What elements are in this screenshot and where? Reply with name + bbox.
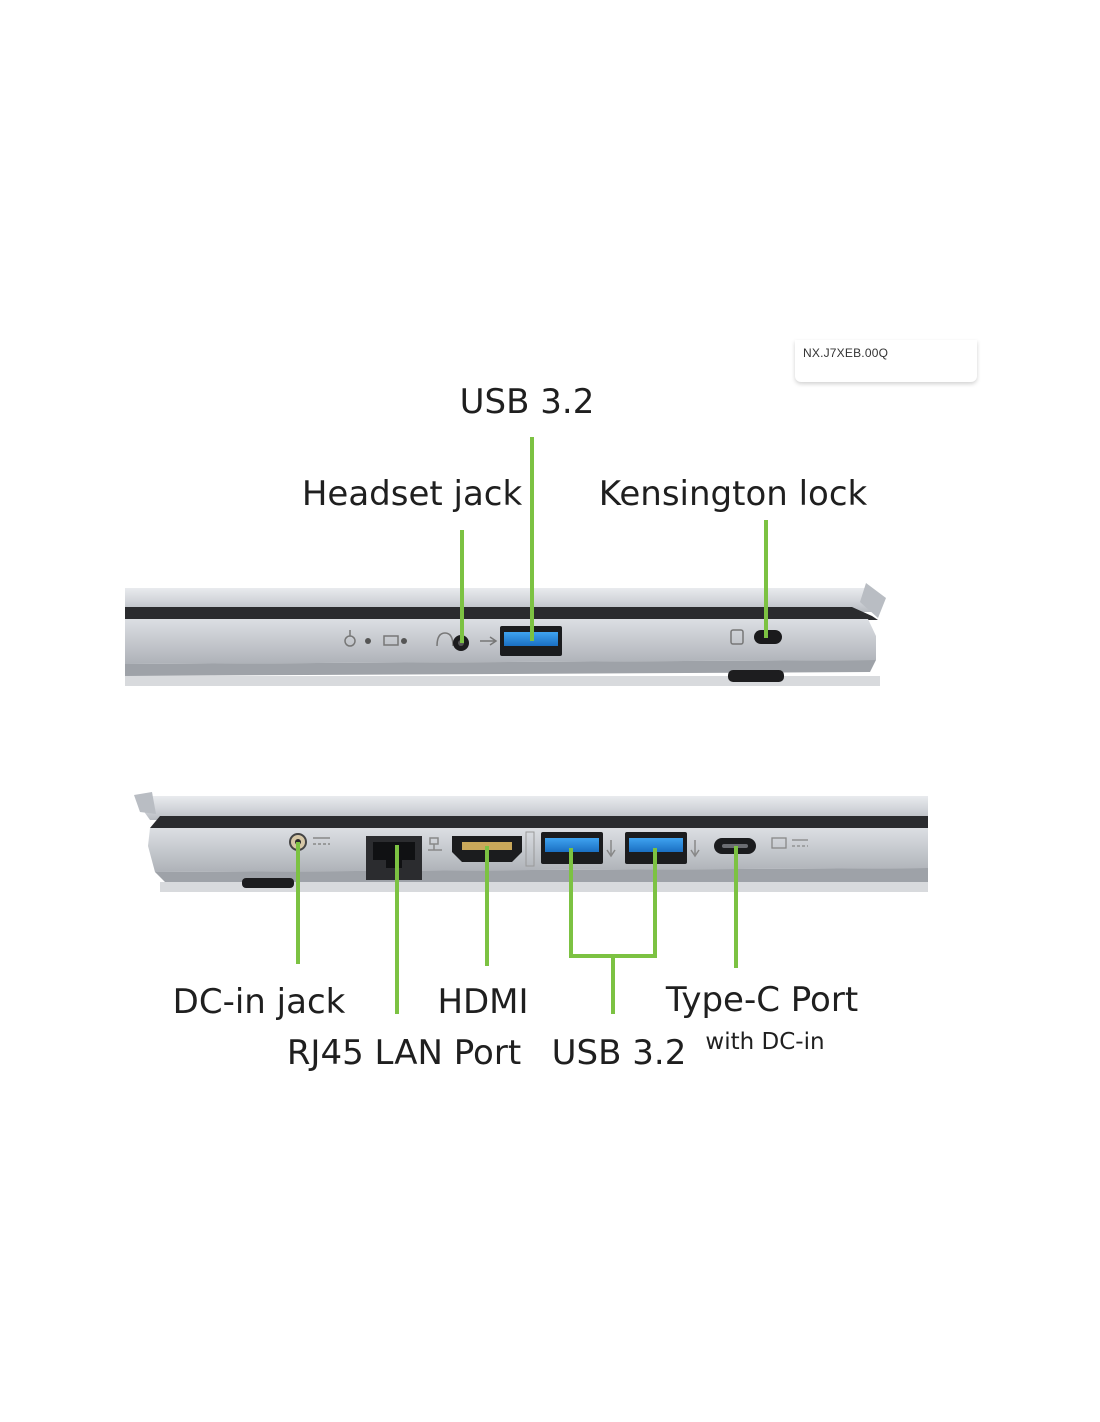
network-icon <box>428 837 442 851</box>
usb-displayport-icon <box>771 837 808 849</box>
hinge <box>860 583 886 618</box>
lock-icon <box>730 629 744 645</box>
usb-symbol-icon <box>480 636 498 646</box>
battery-led-icon <box>383 635 407 646</box>
rubber-foot-left <box>242 878 294 888</box>
usb-charge-icon <box>690 840 700 858</box>
lid-top-edge <box>125 588 880 612</box>
laptop-right-side-view: USB 3.2 Headset jack Kensington lock <box>125 382 886 686</box>
label-usb-3-2-bottom: USB 3.2 <box>552 1033 687 1073</box>
headset-icon <box>436 632 454 647</box>
lid-top-edge-left <box>140 796 928 820</box>
label-usb-3-2-top: USB 3.2 <box>460 382 595 422</box>
product-code-snippet: NX.J7XEB.00Q <box>795 340 977 382</box>
label-hdmi: HDMI <box>437 982 528 1022</box>
label-rj45-lan-port: RJ45 LAN Port <box>287 1033 521 1073</box>
rubber-foot <box>728 670 784 682</box>
label-kensington-lock: Kensington lock <box>599 474 868 514</box>
label-type-c-port: Type-C Port <box>665 980 858 1020</box>
lid-seam-left <box>150 816 928 828</box>
hinge-left <box>134 792 156 814</box>
base-reflection-left <box>160 882 928 892</box>
label-type-c-subtitle: with DC-in <box>705 1029 824 1055</box>
hdmi-logo-mark <box>525 831 535 867</box>
base-bottom-edge <box>125 660 876 676</box>
label-headset-jack: Headset jack <box>302 474 523 514</box>
lid-seam <box>125 607 878 620</box>
base-side-left <box>148 828 928 872</box>
base-reflection <box>125 676 880 686</box>
product-code-text: NX.J7XEB.00Q <box>803 346 889 360</box>
usb-charge-icon <box>606 840 616 858</box>
rj45-lan-port <box>366 836 442 880</box>
power-led-icon <box>344 630 371 647</box>
label-dc-in-jack: DC-in jack <box>173 982 346 1022</box>
laptop-left-side-view: DC-in jack RJ45 LAN Port HDMI USB 3.2 Ty… <box>134 792 928 1073</box>
